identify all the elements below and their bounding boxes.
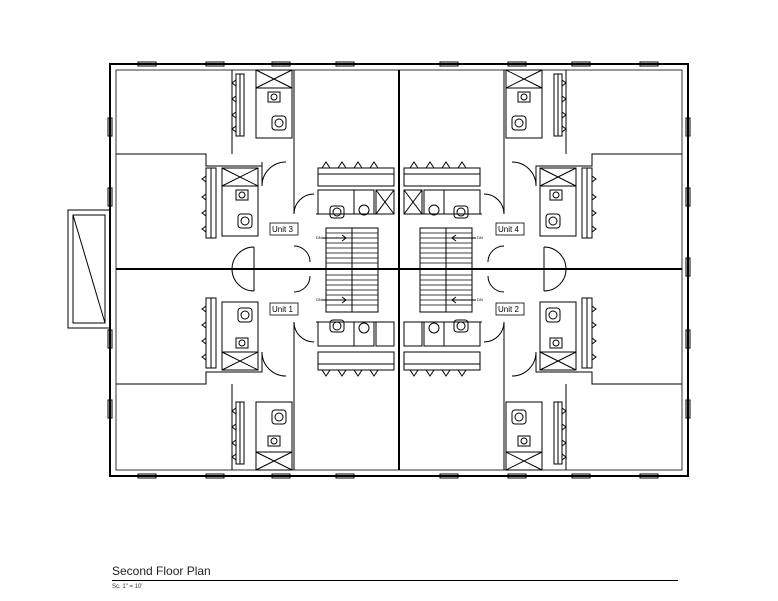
stair-dn-label: DN xyxy=(316,235,322,240)
plan-title: Second Floor Plan xyxy=(112,564,211,578)
stair-treads-left xyxy=(326,232,378,306)
unit-2-label: Unit 2 xyxy=(498,305,519,314)
doors-left xyxy=(231,193,315,343)
unit-4-label-box xyxy=(495,222,525,236)
laundry-right xyxy=(403,161,481,377)
unit-4-label: Unit 4 xyxy=(498,225,519,234)
stair-dn-label: DN xyxy=(477,297,483,302)
title-rule xyxy=(112,580,678,581)
unit-1-label-box xyxy=(269,302,299,316)
unit-1-label: Unit 1 xyxy=(272,305,293,314)
laundry-left xyxy=(317,161,395,377)
doors-right xyxy=(483,193,567,343)
stair-arrows-left xyxy=(322,234,347,304)
scale-note: Sc. 1" = 10' xyxy=(112,584,143,590)
bath-core-unit2-mid xyxy=(511,297,597,377)
bath-core-unit2-bottom xyxy=(505,401,567,471)
bath-core-unit3-mid xyxy=(201,161,287,239)
unit-3-label-box xyxy=(269,222,299,236)
stair-right xyxy=(419,227,473,313)
window-marks-left xyxy=(107,117,113,419)
right-half-interior-walls xyxy=(404,70,682,470)
title-block: Second Floor Plan Sc. 1" = 10' xyxy=(112,564,678,590)
stair-left xyxy=(325,227,379,313)
stair-dn-label: DN xyxy=(316,297,322,302)
stair-treads-right xyxy=(420,232,472,306)
bath-core-unit3-top xyxy=(231,69,293,139)
bath-core-unit1-bottom xyxy=(231,401,293,471)
floor-plan-drawing: Unit 3 Unit 4 Unit 1 Unit 2 DN DN DN DN xyxy=(67,61,691,479)
bath-core-unit4-mid xyxy=(511,161,597,239)
window-marks-top xyxy=(137,61,659,67)
unit-3-label: Unit 3 xyxy=(272,225,293,234)
balcony xyxy=(67,209,111,329)
window-marks-right xyxy=(685,117,691,419)
bath-core-unit1-mid xyxy=(201,297,287,377)
unit-2-label-box xyxy=(495,302,525,316)
bath-core-unit4-top xyxy=(505,69,567,139)
window-marks-bottom xyxy=(137,473,659,479)
stair-arrows-right xyxy=(451,234,476,304)
stair-dn-label: DN xyxy=(477,235,483,240)
